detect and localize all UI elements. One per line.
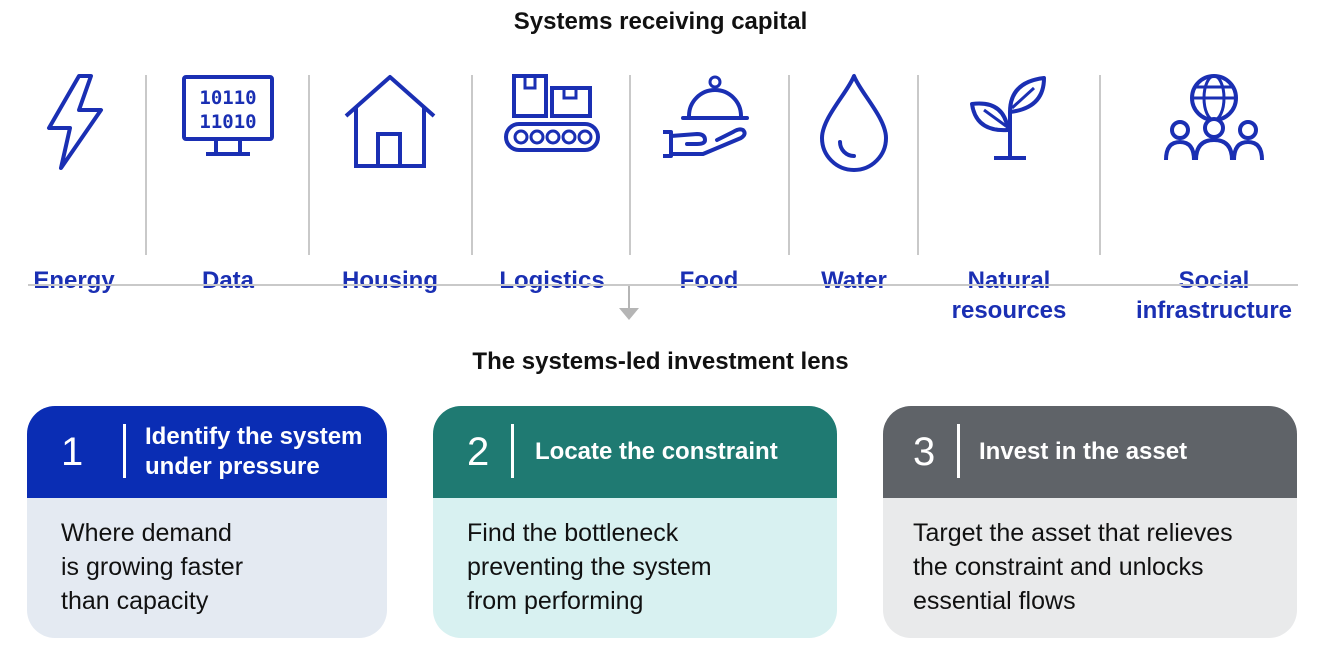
system-water: Water — [806, 72, 902, 294]
globe-people-icon — [1164, 74, 1264, 161]
arrow-down-icon — [619, 308, 639, 320]
step-text: preventing the system — [467, 553, 712, 581]
system-label: Social — [1178, 267, 1250, 294]
step-body — [433, 498, 837, 638]
step-text: from performing — [467, 587, 644, 615]
step-header: 2 Locate the constraint — [433, 406, 837, 498]
system-label: Food — [679, 267, 739, 294]
step-text: essential flows — [913, 587, 1076, 615]
system-label: Energy — [33, 267, 115, 294]
step-text: than capacity — [61, 587, 209, 615]
step-card-3: 3 Invest in the asset Target the asset t… — [883, 406, 1297, 638]
divider — [917, 75, 919, 255]
divider — [145, 75, 147, 255]
connector-line — [628, 286, 630, 308]
step-text: Find the bottleneck — [467, 519, 679, 547]
plant-sprout-icon — [970, 76, 1046, 160]
step-card-1: 1 Identify the system under pressure Whe… — [27, 406, 387, 638]
step-number: 3 — [913, 429, 936, 474]
step-number: 1 — [61, 429, 84, 474]
system-housing: Housing — [330, 72, 450, 294]
binary-monitor-icon: 10110 11010 — [182, 75, 274, 156]
lightning-icon — [47, 74, 103, 170]
system-data: 10110 11010 Data — [166, 72, 290, 294]
step-header: 1 Identify the system under pressure — [27, 406, 387, 498]
step-text: Where demand — [61, 519, 232, 547]
systems-title: Systems receiving capital — [513, 8, 808, 35]
horizontal-divider — [28, 284, 1298, 286]
step-text: the constraint and unlocks — [913, 553, 1204, 581]
system-logistics: Logistics — [490, 72, 614, 294]
step-heading: Invest in the asset — [979, 438, 1188, 465]
serving-cloche-icon — [663, 75, 749, 158]
separator-bar — [957, 424, 960, 478]
step-header: 3 Invest in the asset — [883, 406, 1297, 498]
system-label: Water — [821, 267, 887, 294]
step-text: is growing faster — [61, 553, 244, 581]
water-drop-icon — [820, 74, 888, 172]
system-energy: Energy — [18, 72, 130, 294]
step-heading: Locate the constraint — [535, 438, 778, 465]
step-heading: Identify the system — [145, 423, 363, 450]
step-text: Target the asset that relieves — [913, 519, 1233, 547]
system-social-infrastructure: Social infrastructure — [1126, 72, 1302, 324]
house-icon — [344, 75, 436, 168]
system-label: Logistics — [499, 267, 605, 294]
divider — [629, 75, 631, 255]
system-label: resources — [951, 297, 1067, 324]
svg-text:11010: 11010 — [199, 111, 256, 133]
lens-title: The systems-led investment lens — [472, 348, 849, 375]
step-card-2: 2 Locate the constraint Find the bottlen… — [433, 406, 837, 638]
step-number: 2 — [467, 429, 490, 474]
divider — [1099, 75, 1101, 255]
separator-bar — [123, 424, 126, 478]
system-food: Food — [652, 72, 766, 294]
divider — [788, 75, 790, 255]
system-label: infrastructure — [1135, 297, 1293, 324]
system-label: Natural — [967, 267, 1051, 294]
conveyor-boxes-icon — [504, 74, 600, 152]
separator-bar — [511, 424, 514, 478]
system-label: Data — [201, 267, 255, 294]
step-body — [883, 498, 1297, 638]
step-body — [27, 498, 387, 638]
divider — [471, 75, 473, 255]
system-natural-resources: Natural resources — [936, 72, 1082, 324]
divider — [308, 75, 310, 255]
system-label: Housing — [342, 267, 438, 294]
step-heading: under pressure — [145, 453, 320, 480]
svg-text:10110: 10110 — [199, 87, 256, 109]
